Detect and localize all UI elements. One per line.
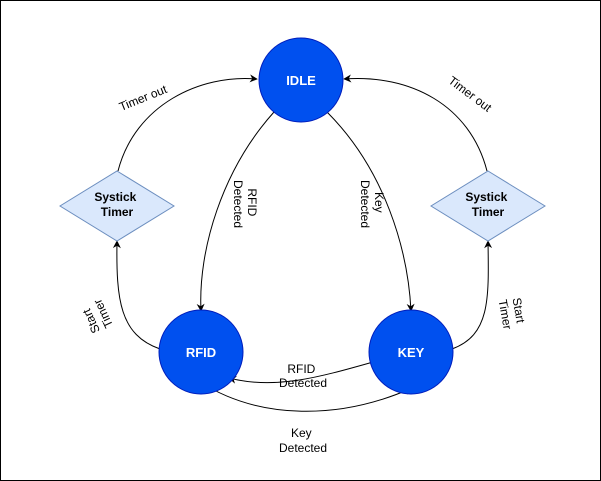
state-key-circle [368,309,454,395]
state-idle-circle [258,37,344,123]
edge-label-key-to-rfid: RFID Detected [279,362,327,390]
edge-label-rfid-to-key: Key Detected [279,426,327,455]
state-key[interactable]: KEY [368,309,454,395]
edge-idle-to-rfid [196,111,275,312]
state-idle-label: IDLE [286,73,316,88]
edge-rfid-to-left-timer [112,240,161,350]
edge-label-idle-to-key: Key Detected [358,180,386,228]
edge-right-timer-to-idle [343,74,488,172]
state-rfid-label: RFID [186,345,216,360]
edge-left-timer-to-idle [117,74,258,172]
state-rfid[interactable]: RFID [158,309,244,395]
edge-label-key-to-right-timer: Start Timer [496,296,529,331]
timer-left[interactable]: Systick Timer [59,170,175,242]
edge-rfid-to-key [199,381,413,412]
timer-right-diamond [430,170,546,242]
edge-key-to-rfid [228,361,374,384]
edge-key-to-right-timer [451,240,493,350]
timer-right-label: Systick Timer [465,190,510,219]
timer-left-label: Systick Timer [94,190,139,219]
state-rfid-circle [158,309,244,395]
timer-right[interactable]: Systick Timer [430,170,546,242]
edge-label-idle-to-rfid: RFID Detected [231,180,259,228]
edge-idle-to-key [326,111,415,312]
timer-left-diamond [59,170,175,242]
state-key-label: KEY [398,345,425,360]
state-idle[interactable]: IDLE [258,37,344,123]
